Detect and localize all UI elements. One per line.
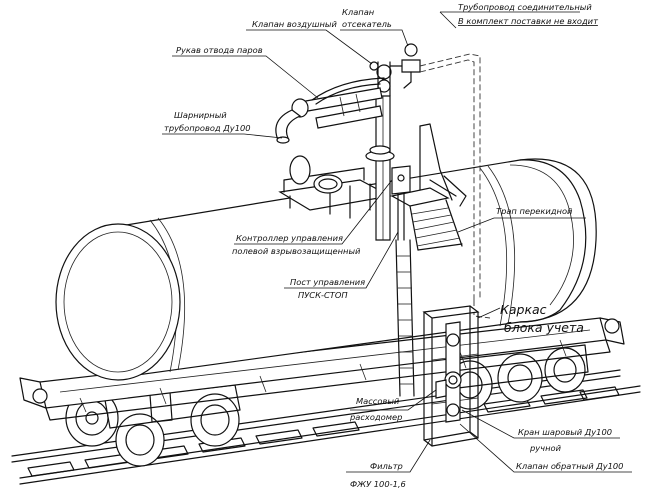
label-ball-valve-line1: Кран шаровый Ду100 <box>518 427 612 437</box>
label-gangway: Трап перекидной <box>496 206 573 216</box>
label-controller-line1: Контроллер управления <box>236 233 343 243</box>
tank-body <box>55 158 597 381</box>
leader-lines <box>162 11 632 473</box>
top-platform <box>278 155 392 219</box>
label-cutoff-valve-line1: Клапан <box>342 7 375 17</box>
label-filter-line2: ФЖУ 100-1,6 <box>350 479 406 489</box>
label-vapor-hose: Рукав отвода паров <box>176 45 263 55</box>
label-flowmeter-line2: расходомер <box>349 412 402 422</box>
label-hinged-pipe-line2: трубопровод Ду100 <box>164 123 251 133</box>
label-post-line1: Пост управления <box>290 277 365 287</box>
label-check-valve: Клапан обратный Ду100 <box>516 461 623 471</box>
label-frame-line2: блока учета <box>504 320 584 335</box>
label-air-valve: Клапан воздушный <box>252 19 337 29</box>
label-hinged-pipe-line1: Шарнирный <box>174 110 227 120</box>
labels: Клапан воздушный Клапан отсекатель Трубо… <box>164 2 623 489</box>
connection-pipe-dashed <box>419 53 491 319</box>
label-cutoff-valve-line2: отсекатель <box>342 19 392 29</box>
label-ball-valve-line2: ручной <box>529 443 562 453</box>
label-flowmeter-line1: Массовый <box>356 396 400 406</box>
label-controller-line2: полевой взрывозащищенный <box>232 246 361 256</box>
metering-frame <box>422 305 480 447</box>
gangway-stair <box>390 123 467 397</box>
label-frame-line1: Каркас <box>500 302 547 317</box>
underframe <box>19 317 625 421</box>
label-connection-pipe: Трубопровод соединительный <box>458 2 592 12</box>
loading-arm <box>275 43 421 241</box>
label-not-included: В комплект поставки не входит <box>458 16 599 26</box>
label-post-line2: ПУСК-СТОП <box>298 290 348 300</box>
label-filter-line1: Фильтр <box>370 461 403 471</box>
